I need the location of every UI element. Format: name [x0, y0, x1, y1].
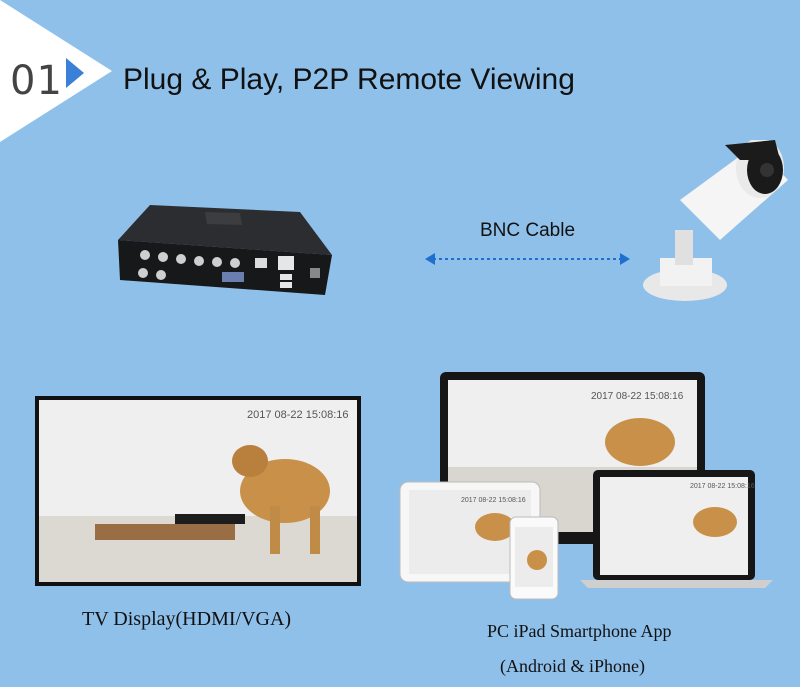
monitor-timestamp: 2017 08-22 15:08:16: [591, 391, 684, 402]
page-title: Plug & Play, P2P Remote Viewing: [123, 63, 575, 96]
arrow-icon: [66, 58, 84, 88]
tv-timestamp: 2017 08-22 15:08:16: [247, 409, 349, 421]
app-caption-line1: PC iPad Smartphone App: [487, 621, 672, 641]
tablet-timestamp: 2017 08-22 15:08:16: [461, 497, 526, 504]
step-badge: [0, 0, 112, 142]
dvr-recorder-image: [118, 205, 332, 295]
bullet-camera-image: [643, 140, 788, 301]
laptop-timestamp: 2017 08-22 15:08:16: [690, 483, 755, 490]
bnc-cable-label: BNC Cable: [480, 220, 576, 241]
bnc-cable-arrow: [425, 253, 630, 265]
tv-display-image: 2017 08-22 15:08:16: [35, 396, 361, 586]
devices-image: 2017 08-22 15:08:16 2017 08-22 15:08:16 …: [399, 372, 773, 600]
step-number: 01: [10, 58, 63, 104]
app-caption-line2: (Android & iPhone): [500, 656, 645, 676]
tv-caption: TV Display(HDMI/VGA): [82, 608, 292, 630]
